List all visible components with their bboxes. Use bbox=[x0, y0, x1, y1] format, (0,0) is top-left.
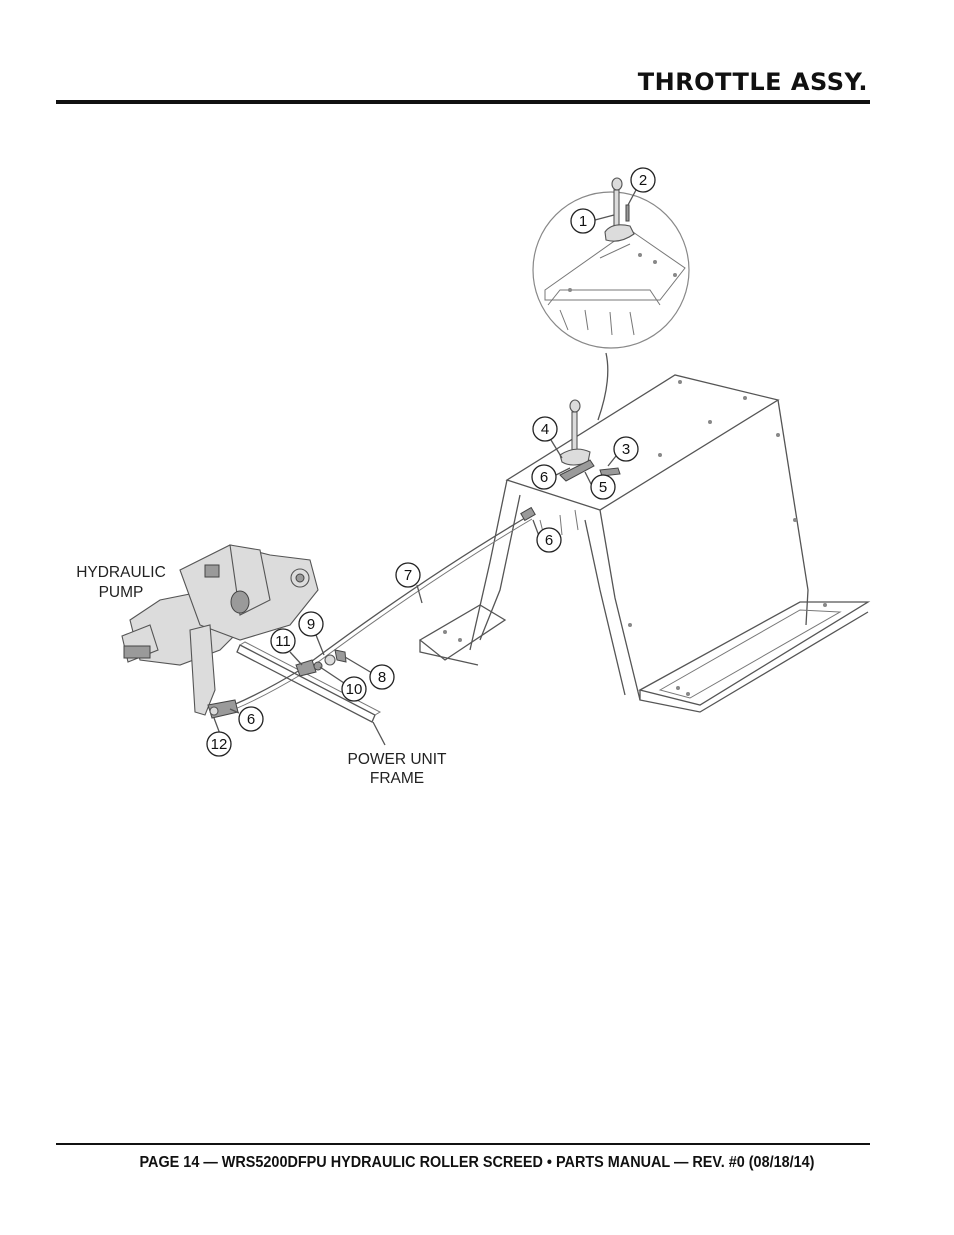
callout-1: 1 bbox=[570, 208, 596, 234]
page-footer: PAGE 14 — WRS5200DFPU HYDRAULIC ROLLER S… bbox=[139, 1154, 815, 1171]
callout-10: 10 bbox=[341, 676, 367, 702]
callout-4: 4 bbox=[532, 416, 558, 442]
svg-text:3: 3 bbox=[622, 441, 630, 458]
svg-text:6: 6 bbox=[540, 469, 548, 486]
stand-assembly bbox=[418, 374, 871, 713]
callout-11: 11 bbox=[270, 628, 296, 654]
svg-text:6: 6 bbox=[247, 711, 255, 728]
footer-rule bbox=[56, 1143, 870, 1145]
svg-text:7: 7 bbox=[404, 567, 412, 584]
throttle-lever-detail bbox=[604, 177, 635, 242]
detail-view bbox=[532, 177, 690, 421]
svg-text:12: 12 bbox=[211, 736, 228, 753]
hydraulic-pump-label-1: HYDRAULIC bbox=[76, 564, 166, 581]
page-title: THROTTLE ASSY. bbox=[637, 68, 868, 96]
callout-2: 2 bbox=[630, 167, 656, 193]
callout-5: 5 bbox=[590, 474, 616, 500]
callout-6b: 6 bbox=[536, 527, 562, 553]
svg-text:9: 9 bbox=[307, 616, 315, 633]
svg-text:2: 2 bbox=[639, 172, 647, 189]
header-rule bbox=[56, 100, 870, 104]
power-unit-frame-label-1: POWER UNIT bbox=[347, 751, 447, 768]
svg-text:11: 11 bbox=[275, 633, 291, 650]
callout-12: 12 bbox=[206, 731, 232, 757]
power-unit-frame bbox=[236, 641, 382, 723]
svg-text:1: 1 bbox=[579, 213, 587, 230]
throttle-cable bbox=[214, 506, 536, 717]
hydraulic-pump-label-2: PUMP bbox=[99, 584, 144, 601]
callout-7: 7 bbox=[395, 562, 421, 588]
svg-text:8: 8 bbox=[378, 669, 386, 686]
callout-9: 9 bbox=[298, 611, 324, 637]
svg-text:10: 10 bbox=[346, 681, 363, 698]
callout-6c: 6 bbox=[238, 706, 264, 732]
callout-3: 3 bbox=[613, 436, 639, 462]
svg-text:5: 5 bbox=[599, 479, 607, 496]
hydraulic-pump bbox=[121, 544, 319, 719]
callout-6a: 6 bbox=[531, 464, 557, 490]
svg-text:6: 6 bbox=[545, 532, 553, 549]
callout-8: 8 bbox=[369, 664, 395, 690]
power-unit-frame-label-2: FRAME bbox=[370, 770, 424, 787]
leader-lines bbox=[213, 189, 637, 746]
svg-text:4: 4 bbox=[541, 421, 549, 438]
